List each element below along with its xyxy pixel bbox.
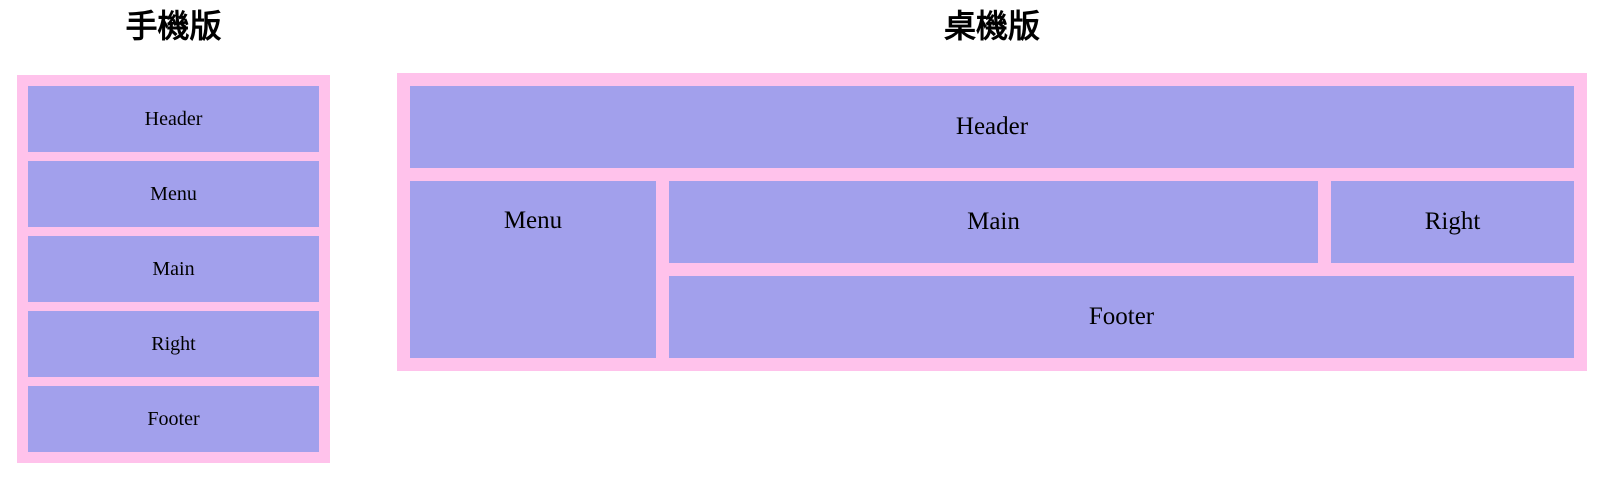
mobile-header-box: Header xyxy=(28,86,319,152)
mobile-menu-box: Menu xyxy=(28,161,319,227)
desktop-main-box: Main xyxy=(669,181,1318,263)
mobile-main-box: Main xyxy=(28,236,319,302)
desktop-footer-box: Footer xyxy=(669,276,1574,358)
desktop-layout-container: Header Menu Main Right Footer xyxy=(397,73,1587,371)
desktop-right-box: Right xyxy=(1331,181,1574,263)
desktop-menu-box: Menu xyxy=(410,181,656,358)
desktop-section-title: 桌機版 xyxy=(943,8,1040,44)
mobile-section-title: 手機版 xyxy=(125,8,222,44)
desktop-header-box: Header xyxy=(410,86,1574,168)
mobile-right-box: Right xyxy=(28,311,319,377)
mobile-footer-box: Footer xyxy=(28,386,319,452)
mobile-layout-container: Header Menu Main Right Footer xyxy=(17,75,330,463)
